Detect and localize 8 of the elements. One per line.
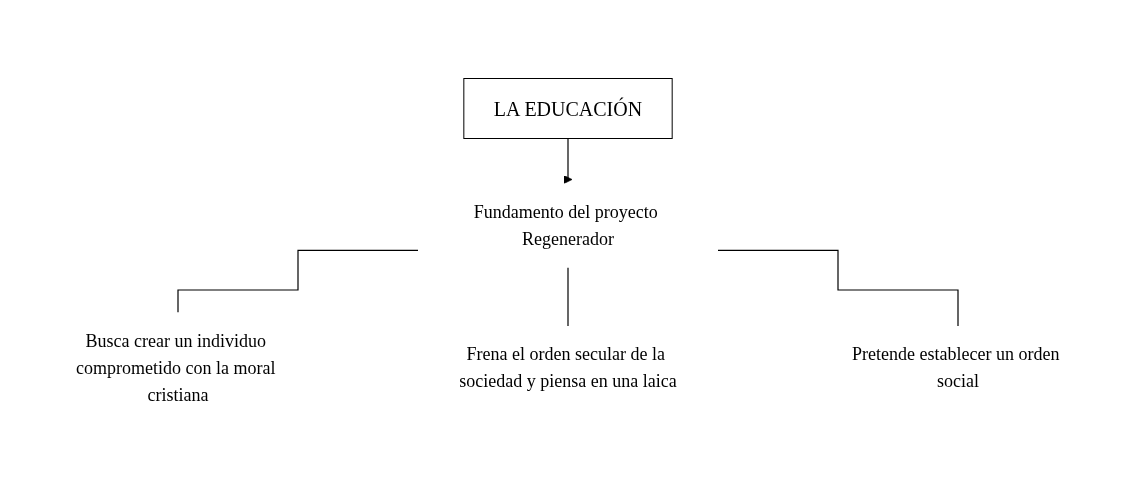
- node-text: Pretende establecer un orden social: [852, 344, 1060, 391]
- node-text: Busca crear un individuo comprometido con la moral cristiana: [76, 330, 276, 405]
- arrow: [563, 137, 573, 184]
- connector: [177, 249, 419, 314]
- node-text: Fundamento del proyecto Regenerador: [473, 201, 658, 249]
- node-box: LA EDUCACIÓN: [463, 78, 673, 139]
- node-text: Frena el orden secular de la sociedad y piensa en una laica: [459, 344, 677, 391]
- connector: [717, 249, 959, 327]
